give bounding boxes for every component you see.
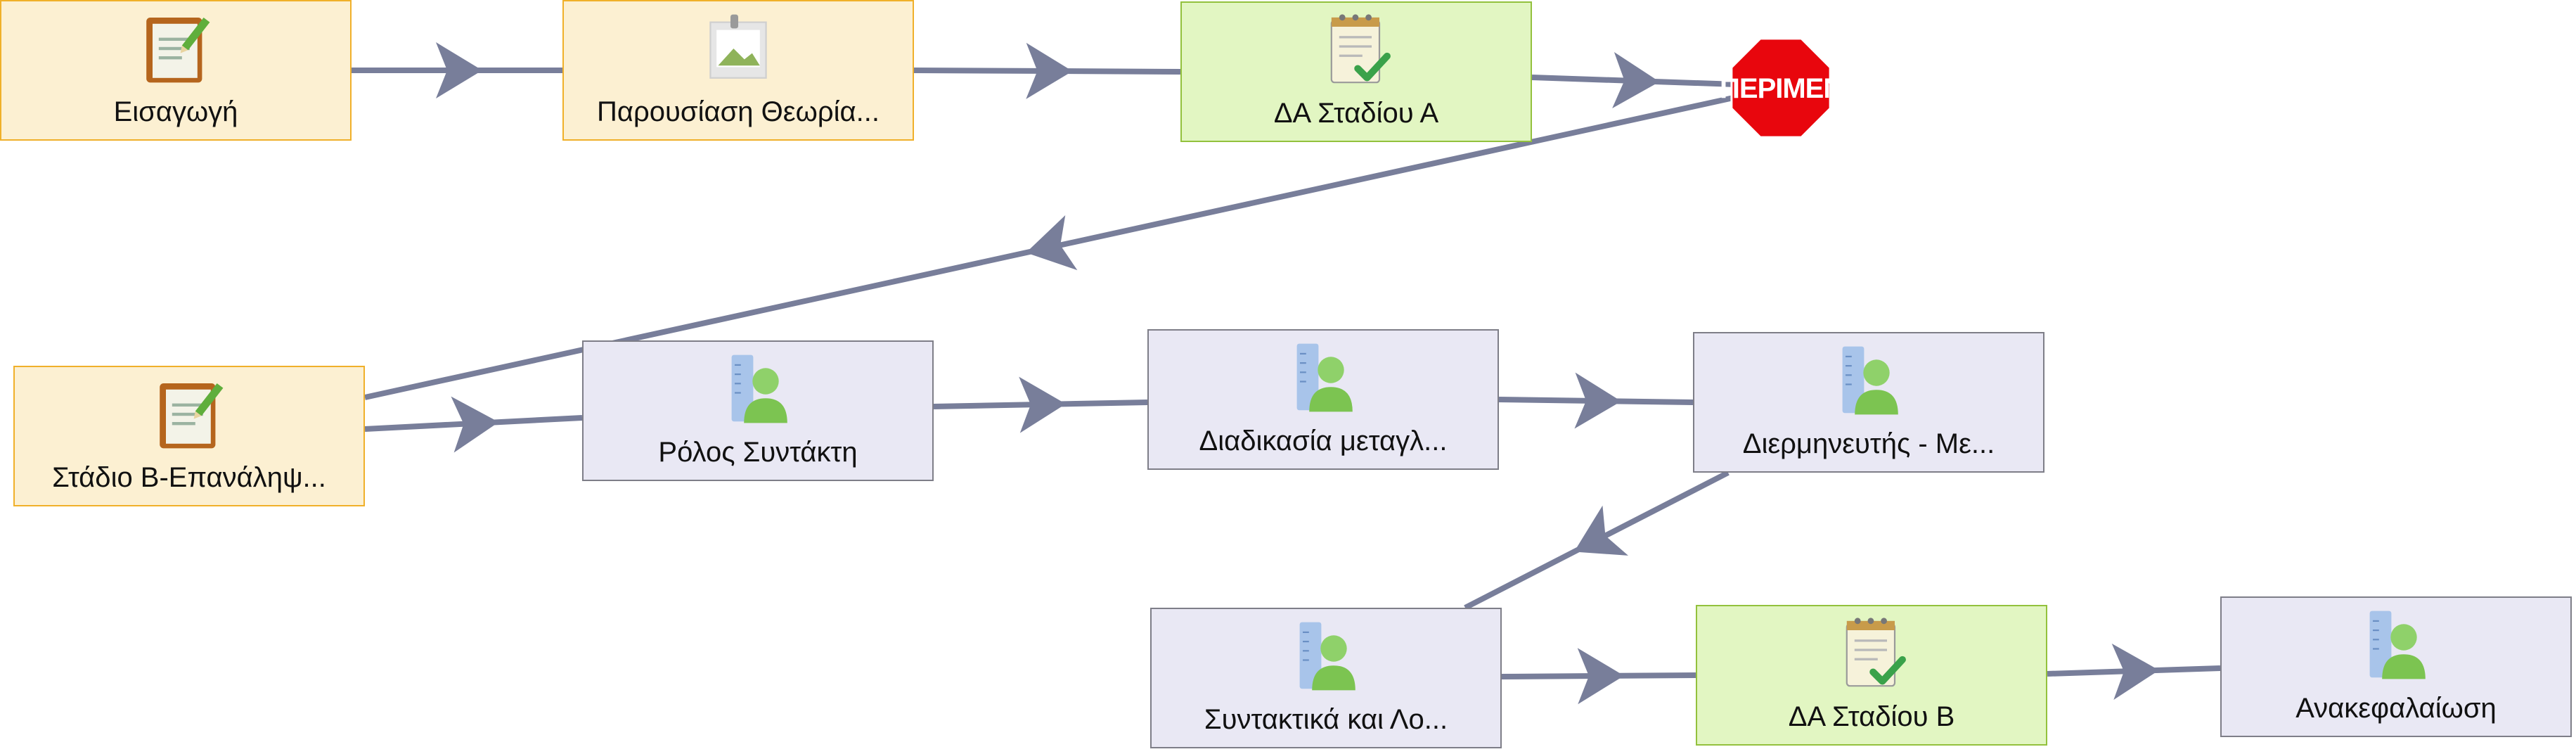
notebook-pencil-icon [137, 10, 214, 87]
node-rolos[interactable]: Ρόλος Συντάκτη [582, 340, 934, 481]
stop-node[interactable]: ΠΕΡΙΜΕΝΕ [1720, 37, 1842, 139]
node-syntaktika[interactable]: Συντακτικά και Λο... [1150, 608, 1502, 748]
node-label: Διαδικασία μεταγλ... [1199, 426, 1448, 456]
arrowhead-diermineftis-to-syntaktika [1573, 505, 1628, 556]
arrowhead-da-b-to-anakef [2111, 643, 2159, 700]
user-role-icon [2357, 606, 2435, 684]
node-eisagogi[interactable]: Εισαγωγή [0, 0, 352, 141]
node-label: Στάδιο Β-Επανάληψ... [52, 462, 326, 493]
node-diadikasia[interactable]: Διαδικασία μεταγλ... [1147, 329, 1499, 470]
node-parousiasi[interactable]: Παρουσίαση Θεωρία... [562, 0, 914, 141]
stop-label: ΠΕΡΙΜΕΝΕ [1720, 73, 1842, 104]
stop-sign-icon [1730, 37, 1832, 139]
notebook-pencil-icon [150, 376, 228, 453]
node-da-a[interactable]: ΔΑ Σταδίου Α [1180, 1, 1532, 142]
arrowhead-diadikasia-to-diermineftis [1574, 372, 1621, 429]
node-label: ΔΑ Σταδίου Α [1273, 98, 1439, 129]
node-label: Συντακτικά και Λο... [1204, 704, 1448, 735]
node-label: Ρόλος Συντάκτη [658, 437, 858, 468]
test-notepad-check-icon [1833, 615, 1910, 692]
image-resource-icon [700, 10, 777, 87]
node-da-b[interactable]: ΔΑ Σταδίου Β [1696, 605, 2047, 746]
node-diermineftis[interactable]: Διερμηνευτής - Με... [1693, 332, 2044, 473]
arrowhead-eisagogi-to-parousiasi [436, 42, 482, 98]
user-role-icon [719, 350, 797, 428]
arrowhead-da-a-to-stop [1612, 51, 1660, 108]
arrowhead-parousiasi-to-da-a [1026, 42, 1073, 99]
node-label: Εισαγωγή [113, 96, 238, 127]
node-stadio-b[interactable]: Στάδιο Β-Επανάληψ... [13, 366, 365, 506]
arrowhead-stadio-b-to-rolos [451, 396, 499, 453]
test-notepad-check-icon [1318, 11, 1395, 89]
user-role-icon [1287, 618, 1365, 695]
user-role-icon [1284, 339, 1362, 416]
arrowhead-stop-to-stadio-b [1026, 215, 1078, 271]
node-anakef[interactable]: Ανακεφαλαίωση [2220, 596, 2572, 737]
arrowhead-rolos-to-diadikasia [1019, 376, 1066, 433]
arrowhead-syntaktika-to-da-b [1577, 648, 1624, 705]
node-label: Διερμηνευτής - Με... [1742, 428, 1995, 459]
node-label: Ανακεφαλαίωση [2295, 693, 2497, 724]
node-label: Παρουσίαση Θεωρία... [597, 96, 880, 127]
user-role-icon [1830, 342, 1907, 419]
node-label: ΔΑ Σταδίου Β [1788, 701, 1955, 732]
